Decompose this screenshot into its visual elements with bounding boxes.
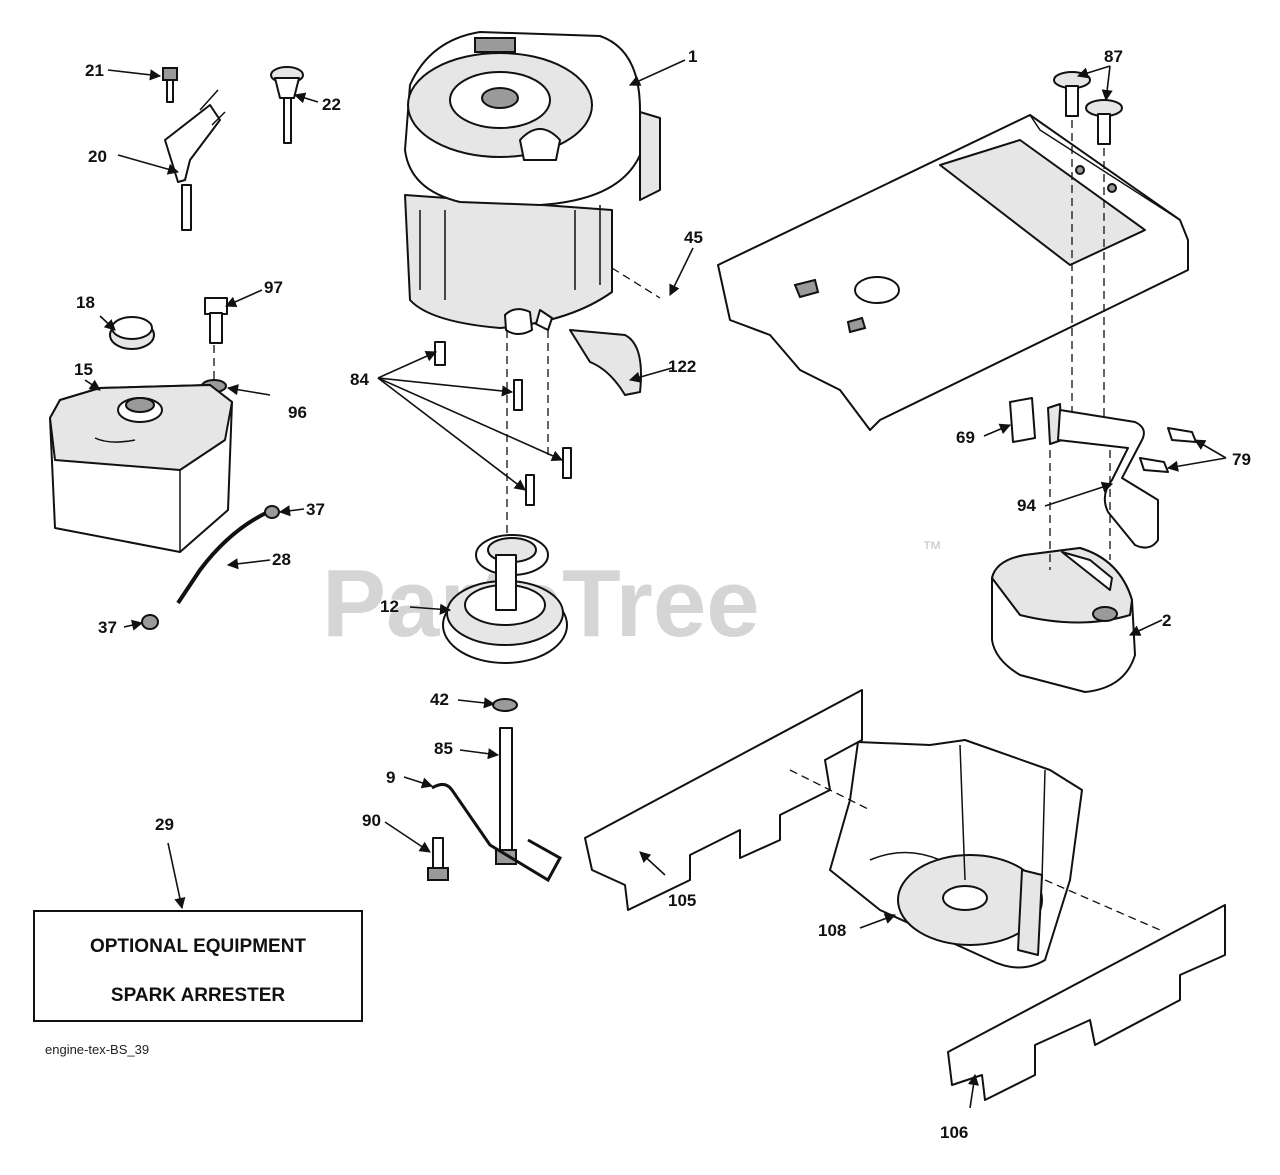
diagram-id: engine-tex-BS_39	[45, 1042, 149, 1057]
callout-12: 12	[380, 597, 399, 616]
callout-28: 28	[272, 550, 291, 569]
clamp-part-37[interactable]	[264, 505, 280, 519]
callout-108: 108	[818, 921, 846, 940]
callout-labels: 1 2 9 12 15 18 20 21 22 28 29 37 37 42 4…	[74, 47, 1251, 1142]
callout-22: 22	[322, 95, 341, 114]
callout-9: 9	[386, 768, 395, 787]
callout-42: 42	[430, 690, 449, 709]
callout-18: 18	[76, 293, 95, 312]
callout-106: 106	[940, 1123, 968, 1142]
callout-84: 84	[350, 370, 369, 389]
callout-15: 15	[74, 360, 93, 379]
callout-45: 45	[684, 228, 703, 247]
callout-97: 97	[264, 278, 283, 297]
fuel-line-part-28[interactable]	[176, 510, 269, 605]
callout-90: 90	[362, 811, 381, 830]
washer-part-42[interactable]	[492, 698, 518, 712]
callout-21: 21	[85, 61, 104, 80]
fuel-tank-part-15[interactable]	[49, 384, 233, 553]
muffler-part-2[interactable]	[991, 547, 1136, 693]
callout-20: 20	[88, 147, 107, 166]
callout-79: 79	[1232, 450, 1251, 469]
bolt-part-90[interactable]	[427, 837, 449, 881]
callout-122: 122	[668, 357, 696, 376]
bracket-part-122[interactable]	[569, 329, 642, 396]
exhaust-pipe-part-94[interactable]	[1057, 409, 1159, 549]
callout-94: 94	[1017, 496, 1036, 515]
knob-part-87[interactable]	[1053, 71, 1123, 145]
callout-2: 2	[1162, 611, 1171, 630]
optional-equipment-box: OPTIONAL EQUIPMENT SPARK ARRESTER	[33, 910, 363, 1022]
callout-85: 85	[434, 739, 453, 758]
callout-29: 29	[155, 815, 174, 834]
watermark: PartsTree ™	[322, 538, 942, 657]
frame-part[interactable]	[717, 114, 1189, 431]
callout-69: 69	[956, 428, 975, 447]
plate-part-106[interactable]	[947, 904, 1226, 1101]
leader-lines	[84, 59, 1227, 1109]
bolts-part-84[interactable]	[434, 341, 572, 506]
bolt-part-85[interactable]	[495, 727, 517, 865]
throttle-assembly-part-20[interactable]	[164, 89, 226, 231]
rod-part-9[interactable]	[431, 783, 563, 883]
watermark-trademark: ™	[922, 538, 942, 560]
plate-part-105[interactable]	[584, 689, 863, 911]
box-line-2: SPARK ARRESTER	[111, 985, 285, 1006]
callout-96: 96	[288, 403, 307, 422]
gasket-part-69[interactable]	[1009, 397, 1063, 445]
clamp-part-37-b[interactable]	[141, 614, 159, 630]
bolt-part-97[interactable]	[204, 297, 228, 344]
callout-37: 37	[306, 500, 325, 519]
gas-cap-part-18[interactable]	[109, 316, 155, 350]
callout-87: 87	[1104, 47, 1123, 66]
screw-part-21[interactable]	[162, 67, 178, 103]
callout-37-b: 37	[98, 618, 117, 637]
engine-part-1[interactable]	[404, 31, 661, 335]
knob-part-22[interactable]	[270, 66, 304, 144]
screws-part-79[interactable]	[1139, 427, 1197, 473]
shield-part-108[interactable]	[829, 739, 1083, 969]
pulley-part-12[interactable]	[442, 534, 568, 664]
box-line-1: OPTIONAL EQUIPMENT	[90, 936, 306, 957]
callout-105: 105	[668, 891, 696, 910]
callout-1: 1	[688, 47, 697, 66]
